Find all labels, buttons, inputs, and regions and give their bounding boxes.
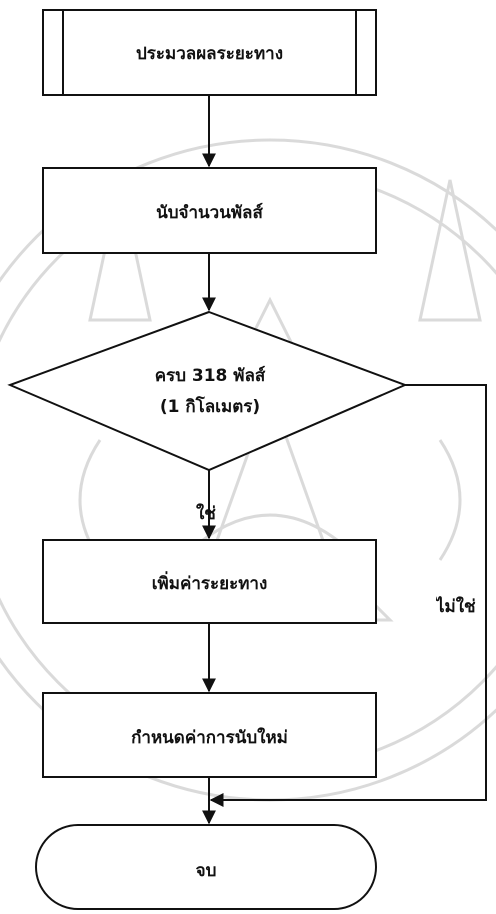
yes-label: ใช่ (196, 504, 216, 524)
reset-count-label: กำหนดค่าการนับใหม่ (131, 728, 288, 748)
no-label: ไม่ใช่ (436, 597, 476, 617)
decision-label-line1: ครบ 318 พัลส์ (154, 366, 266, 386)
end-terminator (35, 824, 377, 910)
no-connector (209, 384, 487, 807)
reset-count-box (42, 692, 377, 778)
count-pulse-label: นับจำนวนพัลส์ (156, 203, 263, 223)
decision-diamond (7, 310, 408, 472)
decision-label-line2: (1 กิโลเมตร) (159, 397, 261, 417)
end-label: จบ (195, 861, 217, 881)
subroutine-process-label: ประมวลผลระยะทาง (135, 44, 283, 64)
count-pulse-box (42, 167, 377, 254)
add-distance-label: เพิ่มค่าระยะทาง (151, 574, 268, 594)
